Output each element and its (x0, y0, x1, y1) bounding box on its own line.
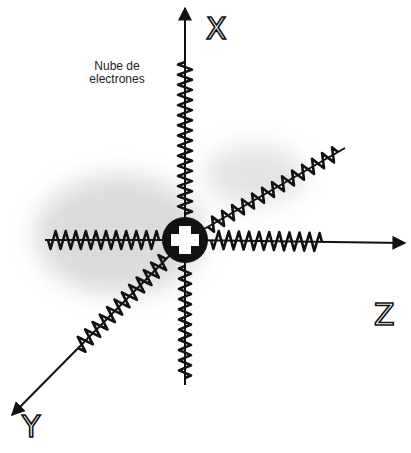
spring (78, 255, 166, 352)
y-axis (12, 240, 185, 415)
axis-label: Y (22, 412, 40, 442)
spring (211, 231, 322, 251)
axes (12, 8, 405, 415)
spring (48, 231, 159, 249)
axis-label: X (206, 14, 227, 44)
axis-label: Z (374, 300, 395, 330)
axis-line (185, 148, 345, 240)
spring (208, 147, 338, 231)
spring (178, 62, 192, 214)
spring (179, 266, 191, 378)
electron-cloud (35, 145, 305, 295)
springs (48, 62, 338, 378)
z-axis (185, 240, 405, 243)
nucleus (162, 217, 208, 263)
cloud-label: Nube de electrones (80, 60, 154, 86)
